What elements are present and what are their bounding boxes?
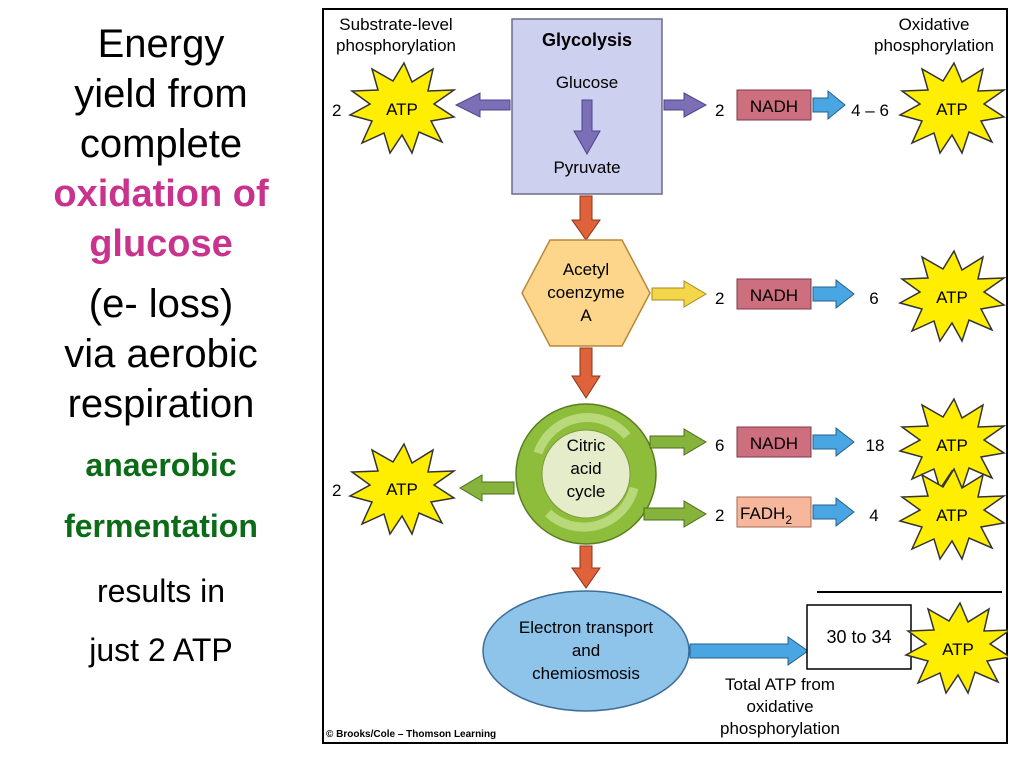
etc-label-1: Electron transport [519, 618, 653, 637]
citric-nadh-oxidative-atp-label: ATP [936, 436, 968, 455]
citric-fadh-box [736, 496, 812, 528]
left-line-yield: yield from [74, 72, 248, 116]
citric-cycle-inner [541, 429, 631, 519]
etc-total-arrow [689, 636, 809, 666]
total-caption-1: Total ATP from [725, 675, 835, 694]
glycolysis-oxidative-atp-label: ATP [936, 100, 968, 119]
left-line-results-in: results in [96, 573, 226, 609]
copyright-text: © Brooks/Cole – Thomson Learning [326, 729, 496, 740]
left-line-fermentation: fermentation [64, 508, 258, 544]
glycolysis-oxidative-count: 4 – 6 [851, 101, 889, 120]
glycolysis-nadh-box [736, 89, 812, 121]
acetyl-label-2: coenzyme [547, 283, 624, 302]
glycolysis-nadh-arrow [663, 92, 708, 118]
acetyl-nadh-box [736, 278, 812, 310]
citric-atp-count: 2 [332, 481, 341, 500]
citric-nadh-blue-arrow [812, 426, 855, 458]
left-text-panel: Energy yield from complete oxidation of … [0, 0, 322, 768]
etc-ellipse [482, 590, 690, 712]
citric-fadh-oxidative-atp-label: ATP [936, 506, 968, 525]
acetyl-nadh-count: 2 [715, 289, 724, 308]
left-line-glucose: glucose [89, 223, 233, 265]
glucose-to-pyruvate-arrow [573, 99, 601, 156]
left-line-just-2-atp: just 2 ATP [89, 632, 233, 668]
citric-fadh-arrow [643, 500, 707, 528]
acetyl-oxidative-count: 6 [869, 289, 878, 308]
citric-fadh-label: FADH2 [740, 504, 792, 527]
citric-nadh-count: 6 [715, 436, 724, 455]
total-caption-3: phosphorylation [720, 719, 840, 738]
citric-nadh-arrow [649, 428, 707, 456]
citric-cycle-arrow-bottom-icon [544, 486, 639, 532]
glycolysis-title: Glycolysis [542, 30, 632, 50]
citric-cycle-arrow-top-icon [533, 413, 631, 455]
acetyl-to-citric-arrow [571, 347, 601, 399]
left-line-via-aerobic: via aerobic [64, 332, 258, 376]
left-line-oxidation: oxidation of [53, 173, 269, 215]
citric-label-3: cycle [567, 482, 606, 501]
left-line-respiration: respiration [67, 382, 255, 426]
etc-label-2: and [572, 641, 600, 660]
glucose-label: Glucose [556, 73, 618, 92]
fadh-subscript: 2 [785, 513, 792, 527]
glycolysis-atp-arrow [454, 92, 511, 118]
fadh-main-text: FADH [740, 504, 785, 523]
glycolysis-nadh-label: NADH [750, 97, 798, 116]
acetyl-oxidative-atp-label: ATP [936, 288, 968, 307]
citric-atp-label: ATP [386, 480, 418, 499]
citric-to-etc-arrow [571, 545, 601, 589]
oxidative-label-2: phosphorylation [874, 36, 994, 55]
citric-fadh-blue-arrow [812, 496, 855, 528]
citric-fadh-count: 2 [715, 506, 724, 525]
pyruvate-label: Pyruvate [553, 158, 620, 177]
left-line-energy: Energy [97, 22, 225, 66]
citric-nadh-box [736, 426, 812, 458]
citric-nadh-label: NADH [750, 434, 798, 453]
citric-nadh-oxidative-count: 18 [866, 436, 885, 455]
oxidative-label: Oxidative [899, 15, 970, 34]
substrate-level-label-2: phosphorylation [336, 36, 456, 55]
respiration-diagram: Substrate-level phosphorylation Oxidativ… [322, 8, 1008, 744]
citric-atp-arrow [459, 474, 515, 502]
left-line-e-loss: (e- loss) [88, 282, 234, 326]
pyruvate-to-acetyl-arrow [571, 195, 601, 241]
acetyl-nadh-label: NADH [750, 286, 798, 305]
acetyl-nadh-arrow [651, 280, 707, 308]
total-atp-value: 30 to 34 [826, 627, 891, 647]
acetyl-label-1: Acetyl [563, 260, 609, 279]
citric-label-2: acid [570, 459, 601, 478]
total-atp-box [806, 604, 912, 670]
glycolysis-atp-label: ATP [386, 100, 418, 119]
substrate-level-label: Substrate-level [339, 15, 452, 34]
left-line-anaerobic: anaerobic [85, 447, 237, 483]
left-line-complete: complete [79, 122, 243, 166]
citric-label-1: Citric [567, 436, 606, 455]
acetyl-coa-hexagon [521, 239, 651, 347]
citric-fadh-oxidative-count: 4 [869, 506, 878, 525]
glycolysis-nadh-count: 2 [715, 101, 724, 120]
total-atp-label: ATP [942, 640, 974, 659]
acetyl-nadh-blue-arrow [812, 278, 855, 310]
total-caption-2: oxidative [746, 697, 813, 716]
glycolysis-nadh-blue-arrow [812, 89, 846, 121]
glycolysis-atp-count: 2 [332, 101, 341, 120]
etc-label-3: chemiosmosis [532, 664, 640, 683]
acetyl-label-3: A [580, 306, 592, 325]
